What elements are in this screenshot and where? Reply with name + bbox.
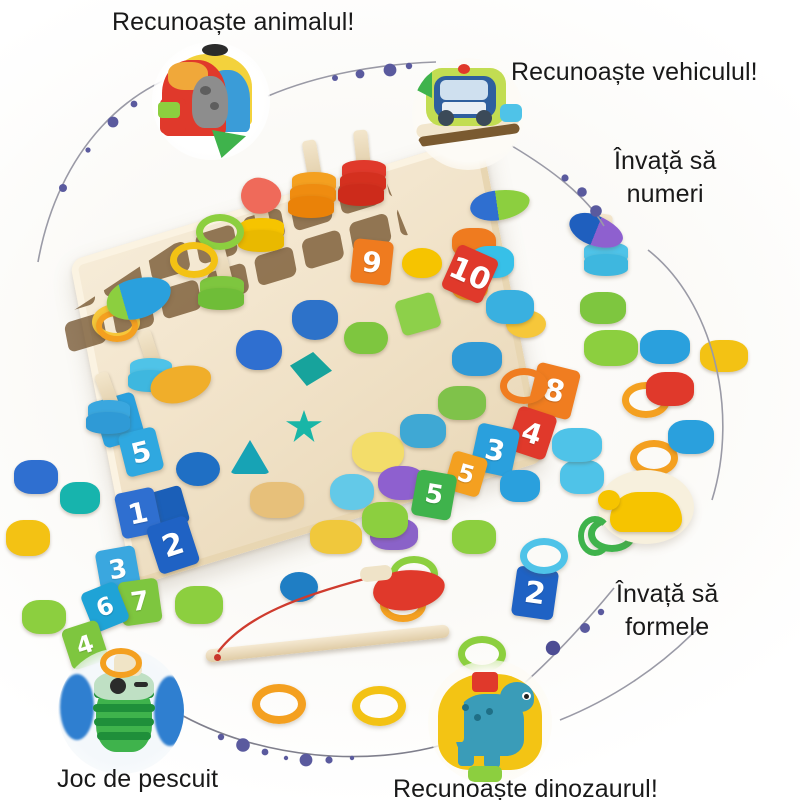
piece-tile bbox=[175, 586, 223, 624]
piece-tile bbox=[6, 520, 50, 556]
piece-tile bbox=[362, 502, 408, 538]
piece-tile bbox=[500, 470, 540, 502]
piece-animal-tile bbox=[400, 414, 446, 448]
animal-callout bbox=[152, 42, 270, 160]
piece-tile bbox=[452, 520, 496, 554]
label-invata-sa-numeri: Învață să numeri bbox=[614, 147, 717, 208]
piece-tile bbox=[668, 420, 714, 454]
fish-callout bbox=[58, 648, 184, 774]
piece-tile bbox=[700, 340, 748, 372]
piece-tile bbox=[344, 322, 388, 354]
piece-animal-tile bbox=[352, 432, 404, 472]
piece-tile bbox=[560, 460, 604, 494]
ring-stack bbox=[584, 254, 628, 276]
ring-stack bbox=[338, 184, 384, 206]
piece-tile bbox=[402, 248, 442, 278]
dino-callout bbox=[428, 660, 552, 784]
green-c-piece bbox=[578, 516, 612, 556]
piece-tile bbox=[60, 482, 100, 514]
piece-tile bbox=[22, 600, 66, 634]
piece-animal-tile bbox=[250, 482, 304, 518]
piece-animal-tile bbox=[310, 520, 362, 554]
piece-animal-tile bbox=[452, 342, 502, 376]
label-recunoaste-vehiculul: Recunoaște vehiculul! bbox=[511, 58, 758, 86]
piece-tile bbox=[640, 330, 690, 364]
piece-tile bbox=[236, 330, 282, 370]
wooden-ring bbox=[500, 368, 548, 404]
piece-tile bbox=[580, 292, 626, 324]
ring-stack bbox=[198, 288, 244, 310]
piece-animal-tile bbox=[330, 474, 374, 510]
label-recunoaste-dinozaurul: Recunoaște dinozaurul! bbox=[393, 775, 658, 800]
blue-disc bbox=[280, 572, 318, 602]
ring-stack bbox=[238, 230, 284, 252]
piece-animal-tile bbox=[438, 386, 486, 420]
piece-tile bbox=[584, 330, 638, 366]
ring-stack bbox=[86, 412, 130, 434]
piece-tile bbox=[646, 372, 694, 406]
label-joc-de-pescuit: Joc de pescuit bbox=[57, 765, 219, 793]
piece-tile bbox=[14, 460, 58, 494]
piece-tile bbox=[552, 428, 602, 462]
fishing-rod-marker bbox=[214, 654, 221, 661]
ring-stack bbox=[288, 196, 334, 218]
piece-animal-tile bbox=[486, 290, 534, 324]
piece-animal-tile bbox=[292, 300, 338, 340]
yellow-heart-piece bbox=[598, 490, 620, 510]
vehicle-callout bbox=[412, 58, 524, 170]
wooden-ring bbox=[520, 538, 568, 574]
label-recunoaste-animalul: Recunoaște animalul! bbox=[112, 8, 355, 36]
yellow-heart-piece bbox=[610, 492, 682, 532]
label-invata-sa-formele: Învață să formele bbox=[616, 580, 719, 641]
piece-tile bbox=[176, 452, 220, 486]
